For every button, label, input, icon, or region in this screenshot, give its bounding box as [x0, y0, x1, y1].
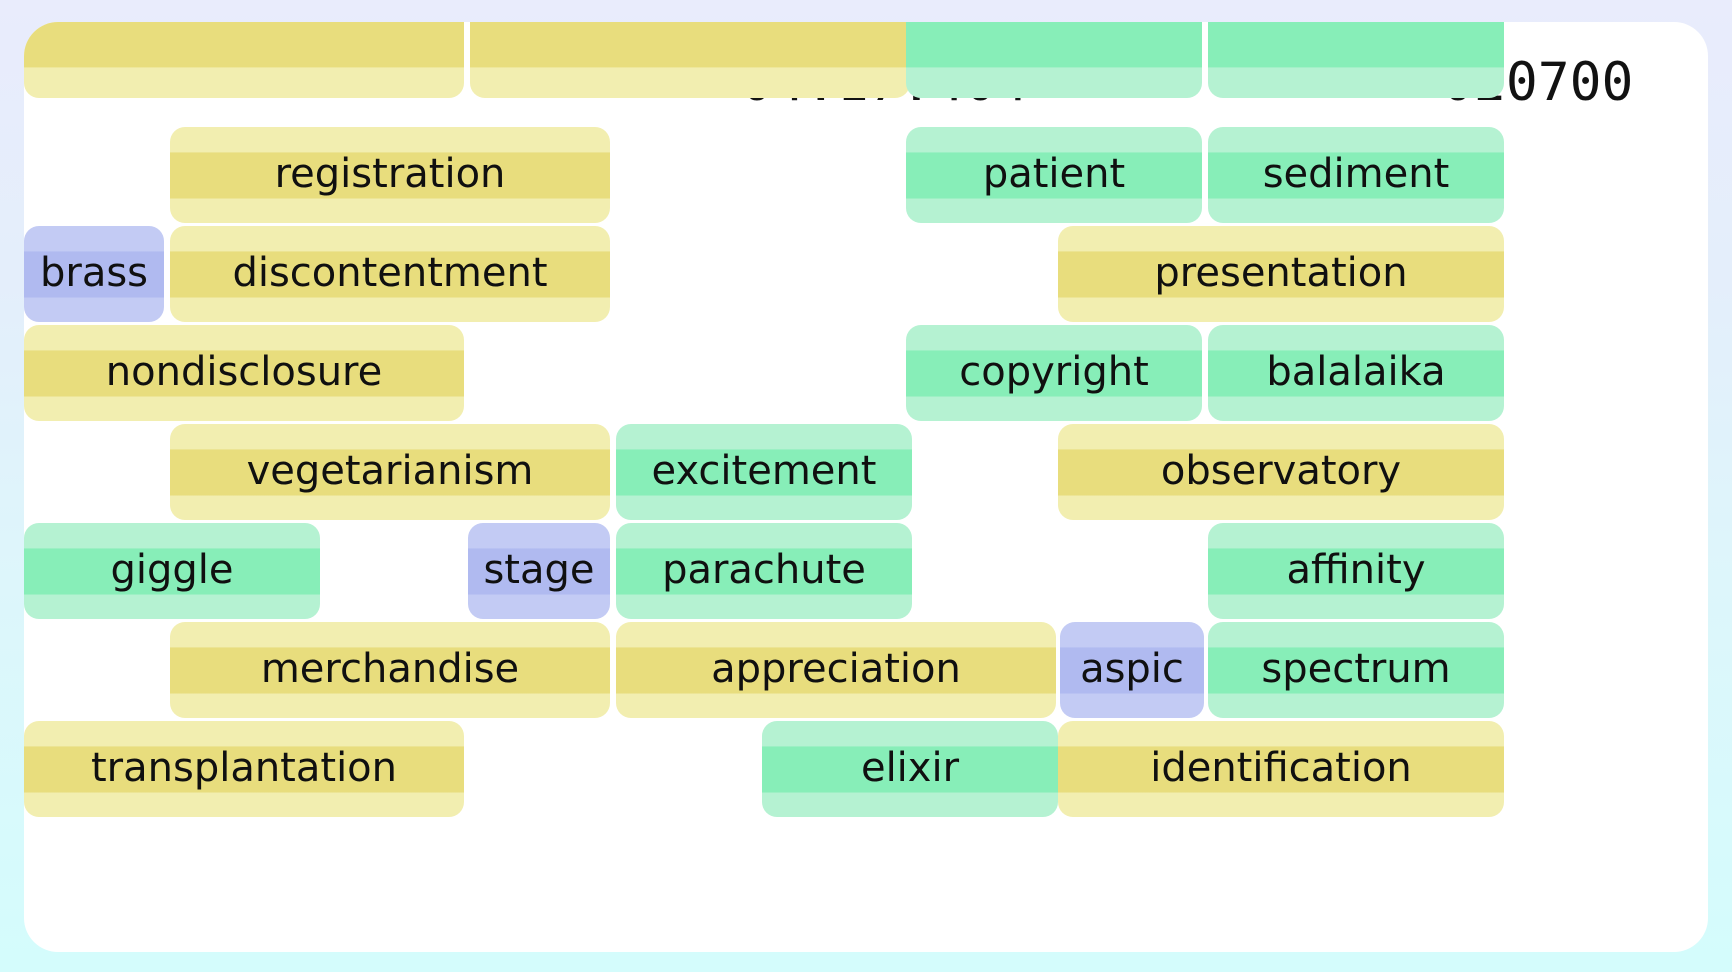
word-tile-label: giggle	[110, 547, 234, 593]
word-tile-observatory[interactable]: observatory	[1058, 424, 1504, 520]
word-tile-label: aspic	[1080, 646, 1184, 692]
word-tile-label: appreciation	[711, 646, 961, 692]
word-tile-nondisclosure[interactable]: nondisclosure	[24, 325, 464, 421]
word-tile-field: registration patient sediment brass disconte…	[24, 22, 1708, 952]
word-tile-label: excitement	[651, 448, 877, 494]
word-tile-elixir[interactable]: elixir	[762, 721, 1058, 817]
word-tile-label: presentation	[1154, 250, 1408, 296]
word-tile-merchandise[interactable]: merchandise	[170, 622, 610, 718]
word-tile-aspic[interactable]: aspic	[1060, 622, 1204, 718]
word-tile-label: merchandise	[260, 646, 520, 692]
word-tile-label: sediment	[1262, 151, 1450, 197]
word-tile-identification[interactable]: identification	[1058, 721, 1504, 817]
word-tile-label: transplantation	[90, 745, 397, 791]
word-tile-label: registration	[274, 151, 506, 197]
word-tile-discontentment[interactable]: discontentment	[170, 226, 610, 322]
word-tile-label: elixir	[860, 745, 960, 791]
word-tile-label: parachute	[662, 547, 866, 593]
word-tile-label: affinity	[1286, 547, 1426, 593]
word-tile-presentation[interactable]: presentation	[1058, 226, 1504, 322]
word-tile-clipped[interactable]	[1208, 22, 1504, 98]
word-tile-label: patient	[982, 151, 1126, 197]
word-tile-label: spectrum	[1261, 646, 1451, 692]
word-tile-label: discontentment	[232, 250, 548, 296]
word-tile-stage[interactable]: stage	[468, 523, 610, 619]
word-tile-label: brass	[39, 250, 149, 296]
game-board-card: 04:17:404 020700 registrationpatientsedi…	[24, 22, 1708, 952]
word-tile-excitement[interactable]: excitement	[616, 424, 912, 520]
word-tile-label: balalaika	[1266, 349, 1446, 395]
word-tile-appreciation[interactable]: appreciation	[616, 622, 1056, 718]
word-tile-giggle[interactable]: giggle	[24, 523, 320, 619]
word-tile-label: vegetarianism	[246, 448, 534, 494]
word-tile-brass[interactable]: brass	[24, 226, 164, 322]
word-tile-spectrum[interactable]: spectrum	[1208, 622, 1504, 718]
word-tile-label: stage	[483, 547, 595, 593]
word-tile-transplantation[interactable]: transplantation	[24, 721, 464, 817]
word-tile-sediment[interactable]: sediment	[1208, 127, 1504, 223]
word-tile-patient[interactable]: patient	[906, 127, 1202, 223]
word-tile-label: observatory	[1160, 448, 1402, 494]
word-tile-label: nondisclosure	[105, 349, 383, 395]
word-tile-balalaika[interactable]: balalaika	[1208, 325, 1504, 421]
word-tile-affinity[interactable]: affinity	[1208, 523, 1504, 619]
word-tile-clipped[interactable]	[906, 22, 1202, 98]
word-tile-vegetarianism[interactable]: vegetarianism	[170, 424, 610, 520]
word-tile-registration[interactable]: registration	[170, 127, 610, 223]
word-tile-label: copyright	[959, 349, 1149, 395]
word-tile-clipped[interactable]	[470, 22, 910, 98]
word-tile-parachute[interactable]: parachute	[616, 523, 912, 619]
word-tile-label: identification	[1150, 745, 1412, 791]
word-tile-clipped[interactable]	[24, 22, 464, 98]
word-tile-copyright[interactable]: copyright	[906, 325, 1202, 421]
